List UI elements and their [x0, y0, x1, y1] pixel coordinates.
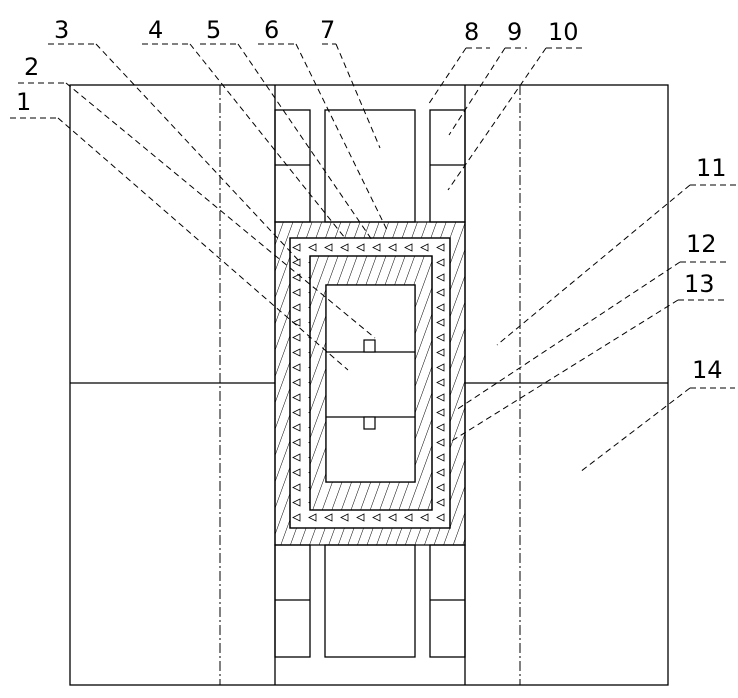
label-7: 7 — [320, 16, 335, 44]
label-6: 6 — [264, 16, 279, 44]
label-11: 11 — [696, 154, 727, 182]
label-2: 2 — [24, 53, 39, 81]
label-8: 8 — [464, 18, 479, 46]
label-14: 14 — [692, 356, 723, 384]
layered-box — [274, 221, 466, 546]
label-13: 13 — [684, 270, 715, 298]
label-3: 3 — [54, 16, 69, 44]
connector-lower — [363, 416, 376, 430]
outer-frame — [69, 84, 669, 686]
connector-upper — [363, 339, 376, 353]
label-1: 1 — [16, 88, 31, 116]
label-10: 10 — [548, 18, 579, 46]
leader-lines — [10, 43, 738, 473]
label-4: 4 — [148, 16, 163, 44]
label-12: 12 — [686, 230, 717, 258]
label-9: 9 — [507, 18, 522, 46]
center-lines — [219, 85, 521, 685]
callout-labels: 1 2 3 4 5 6 7 8 9 10 11 12 13 14 — [16, 16, 727, 384]
label-5: 5 — [206, 16, 221, 44]
